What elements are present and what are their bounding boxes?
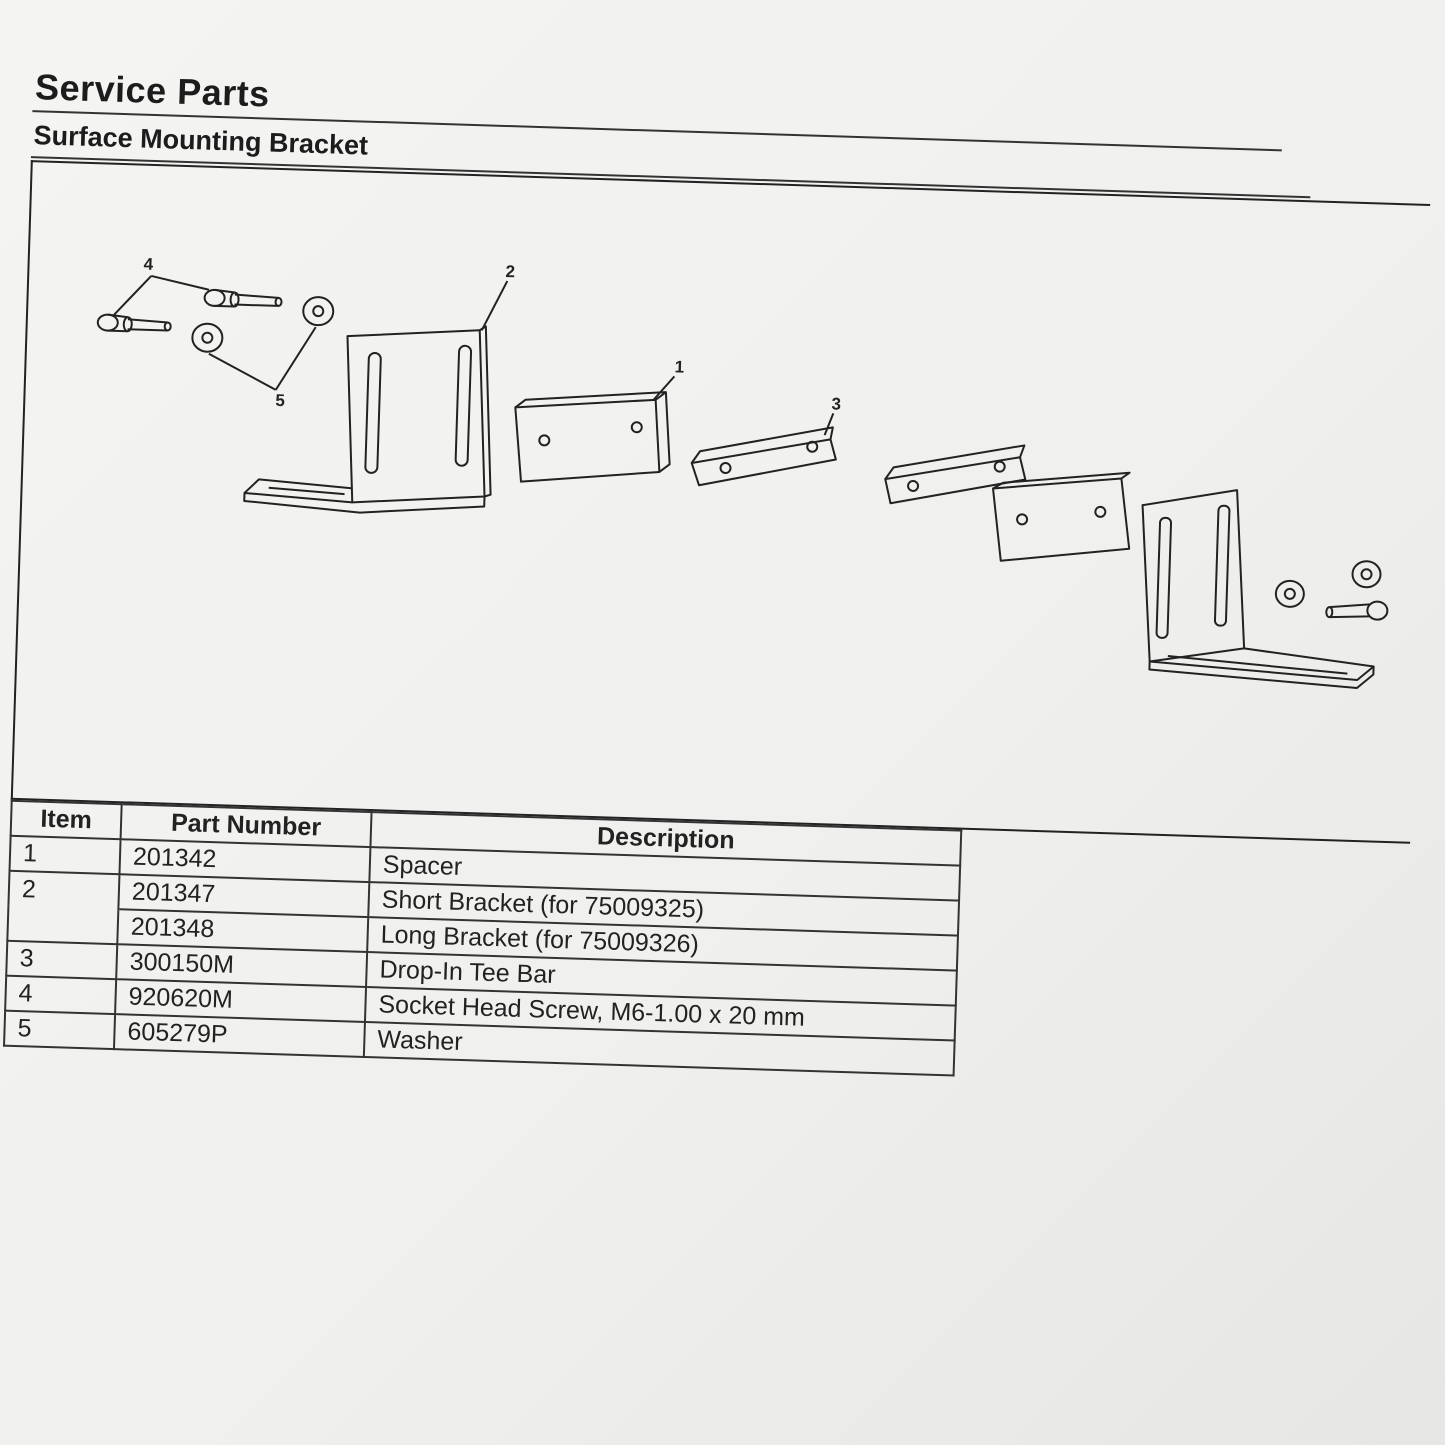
cell-item: 2 <box>8 870 120 910</box>
cell-item: 4 <box>5 975 117 1015</box>
l-bracket-right <box>1141 489 1375 689</box>
service-parts-page: Service Parts Surface Mounting Bracket <box>0 60 1431 1202</box>
socket-screw-right <box>1325 600 1389 621</box>
cell-item: 1 <box>9 835 121 875</box>
tee-bar-left <box>690 426 837 487</box>
l-bracket-left <box>243 325 492 514</box>
tee-bar-right <box>884 444 1027 505</box>
spacer-right <box>992 471 1131 562</box>
exploded-view-diagram: 4 5 2 1 3 <box>96 255 1389 689</box>
washer-right-upper <box>1351 560 1382 589</box>
callout-4: 4 <box>143 255 154 274</box>
exploded-view-figure: 4 5 2 1 3 <box>10 160 1431 844</box>
spacer-left <box>514 391 671 483</box>
socket-screw-lower <box>96 313 172 333</box>
callout-5: 5 <box>275 391 285 410</box>
header-item: Item <box>10 800 122 840</box>
callout-2: 2 <box>505 262 515 281</box>
callout-3: 3 <box>831 394 841 413</box>
page-title: Service Parts <box>34 66 271 115</box>
cell-item <box>7 905 119 945</box>
washer-upper <box>302 296 335 327</box>
callout-1: 1 <box>674 357 684 376</box>
washer-lower <box>191 322 224 353</box>
cell-item: 5 <box>4 1010 116 1050</box>
washer-right-lower <box>1274 579 1305 608</box>
socket-screw-upper <box>203 288 283 308</box>
cell-part-number: 605279P <box>113 1014 365 1057</box>
cell-item: 3 <box>6 940 118 980</box>
parts-table: Item Part Number Description 1 201342 Sp… <box>3 800 962 1077</box>
page-subtitle: Surface Mounting Bracket <box>33 120 369 161</box>
